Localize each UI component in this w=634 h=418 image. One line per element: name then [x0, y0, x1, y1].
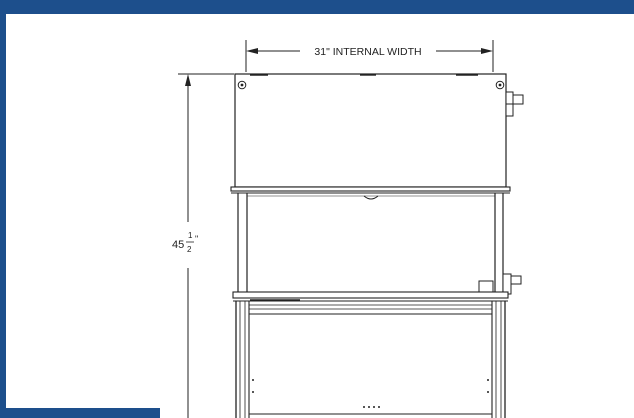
header-bar [0, 0, 634, 14]
height-dimension-inch-mark: " [195, 234, 198, 244]
lower-frame [235, 301, 506, 418]
frame-rivets [252, 379, 489, 408]
side-fitting-lower [502, 273, 522, 295]
height-arrow-top [185, 74, 191, 86]
height-dimension-numerator: 1 [188, 231, 193, 240]
mounting-hole-right [495, 80, 505, 90]
corner-bracket [478, 280, 494, 293]
width-arrow-left [246, 48, 258, 54]
height-dimension [178, 73, 234, 418]
height-dimension-whole: 45 [172, 239, 184, 251]
height-dimension-denominator: 2 [187, 245, 192, 254]
upper-cabinet [234, 73, 507, 188]
upper-cabinet-outline [234, 73, 507, 188]
left-border-bar [0, 14, 6, 418]
side-fitting-upper [505, 91, 524, 117]
width-dimension-label: 31" INTERNAL WIDTH [314, 46, 421, 58]
middle-section [237, 193, 504, 292]
width-arrow-right [481, 48, 493, 54]
lower-ledge [232, 291, 509, 302]
mounting-hole-left [237, 80, 247, 90]
bottom-tab-bar [0, 408, 160, 418]
divider-ledge [230, 186, 511, 194]
